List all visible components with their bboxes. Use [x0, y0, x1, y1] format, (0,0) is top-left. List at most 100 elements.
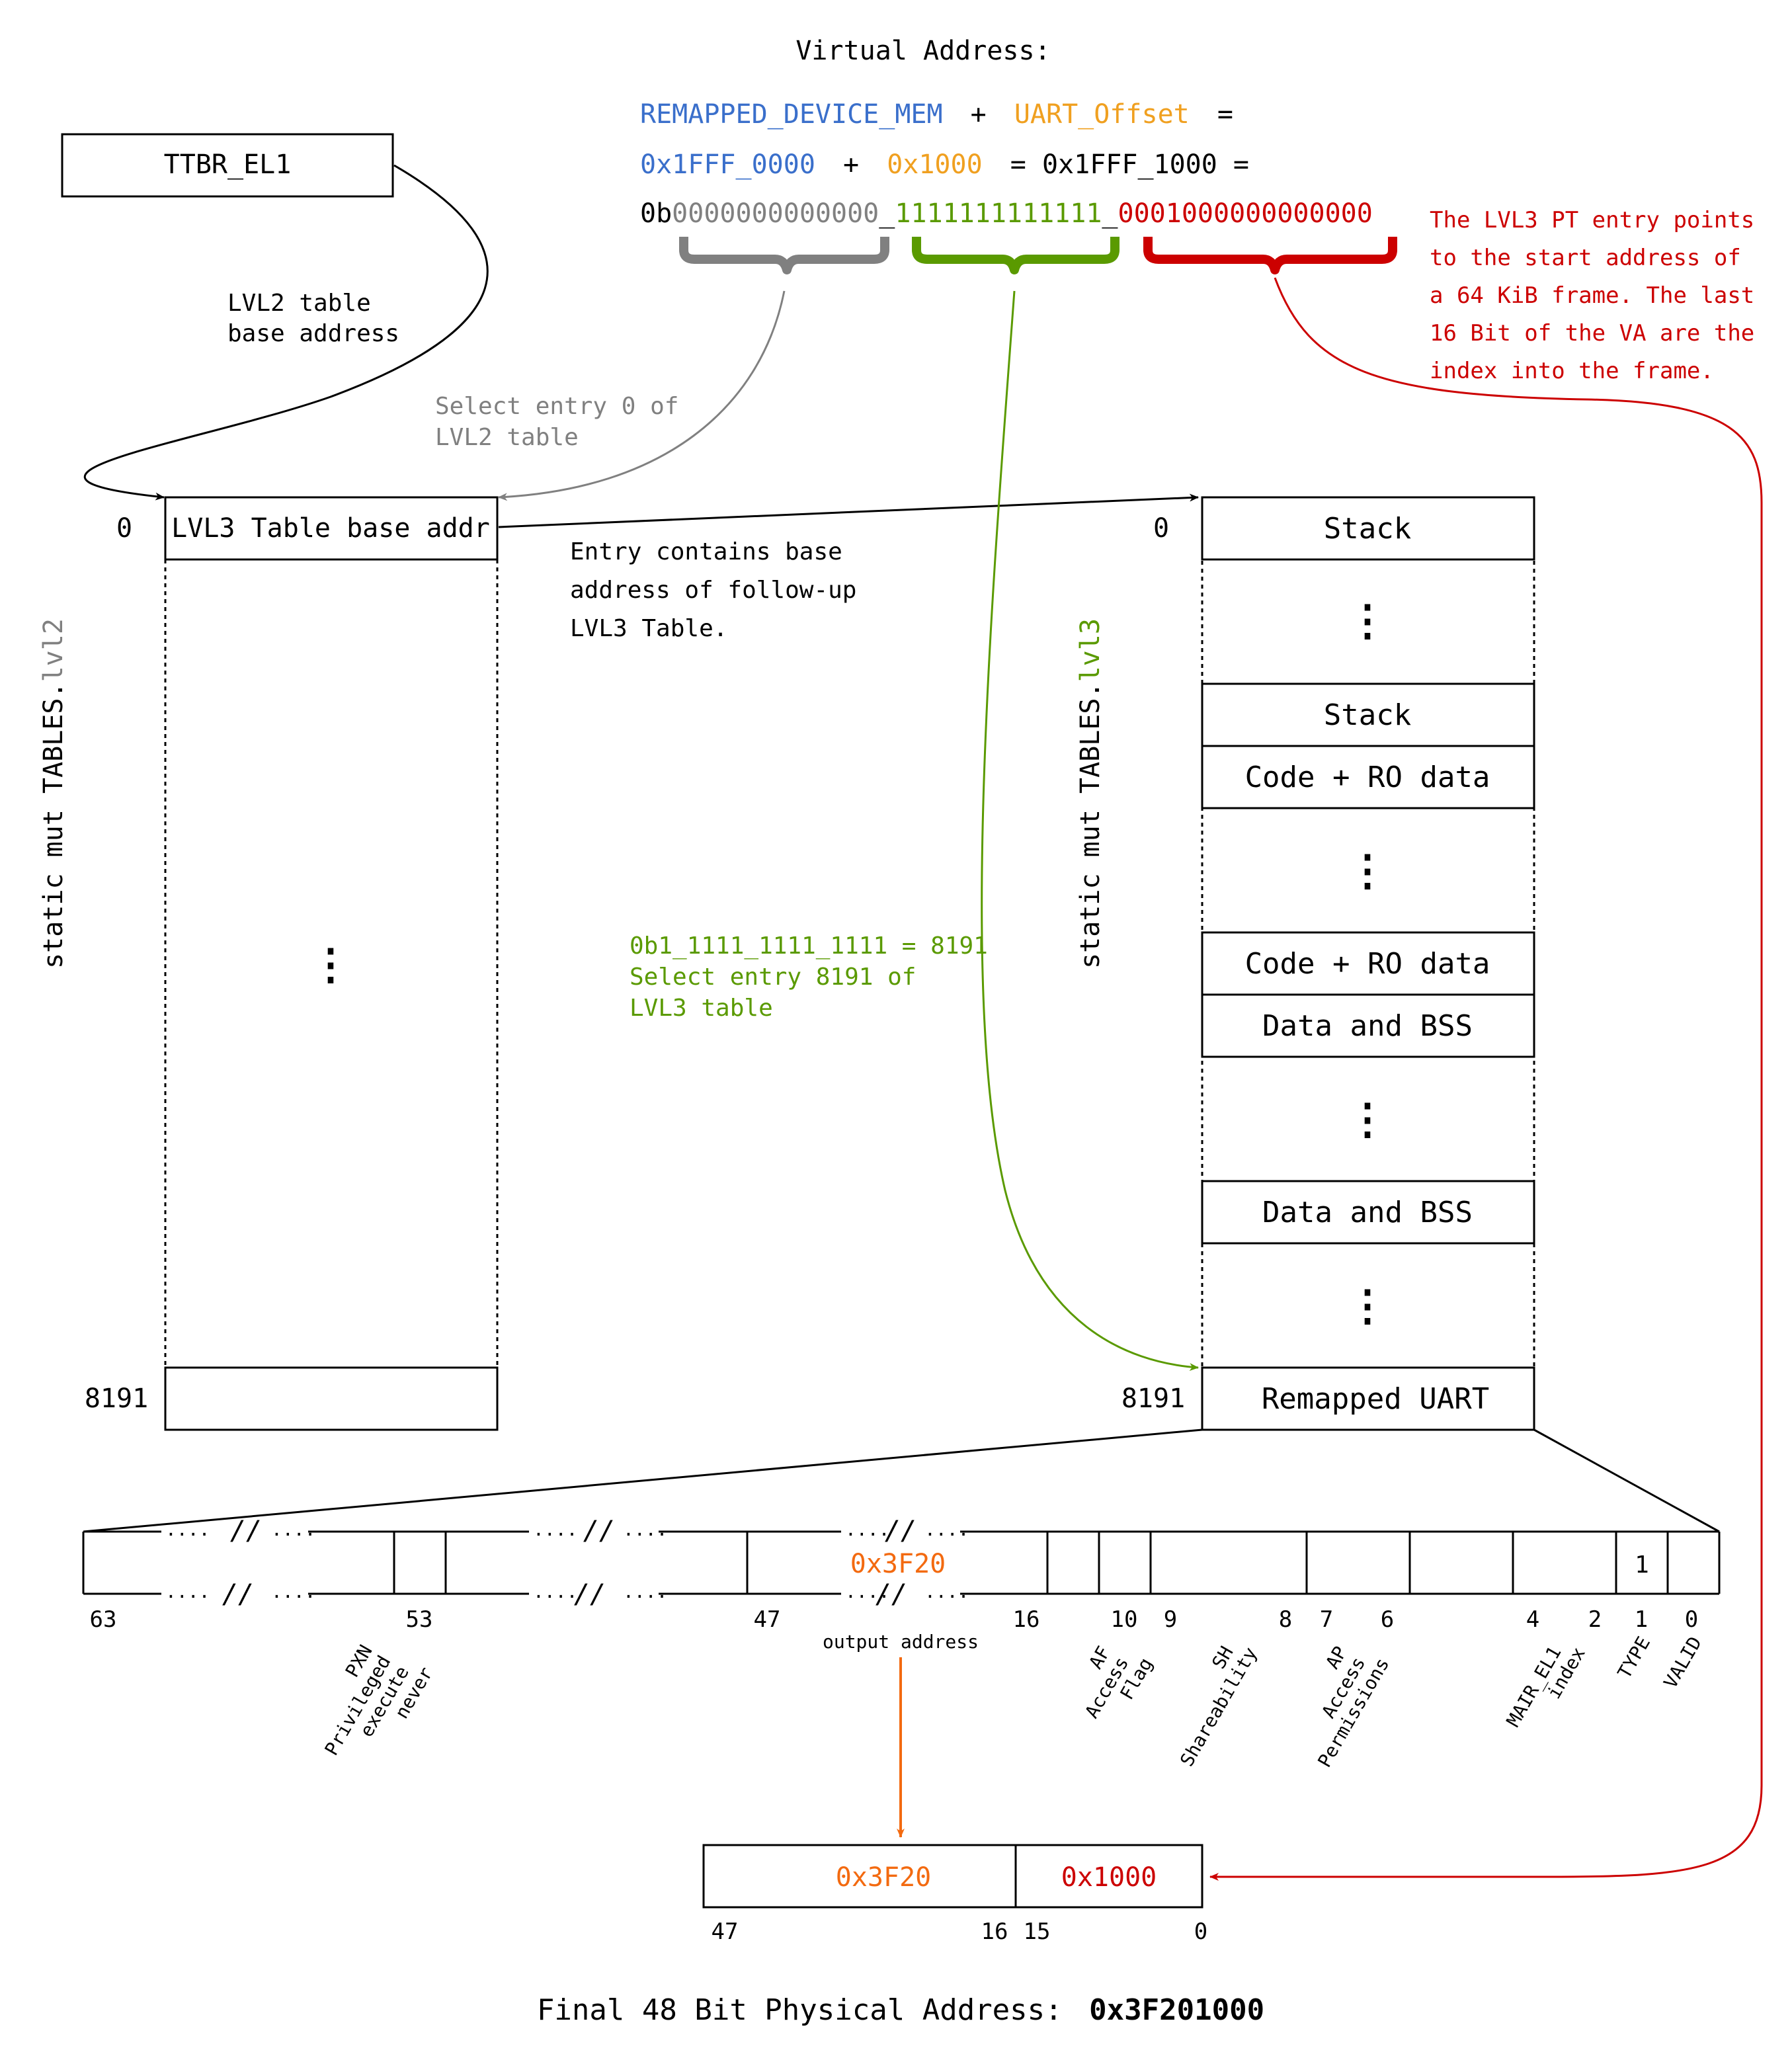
lvl3-entry-code-1	[1201, 745, 1535, 809]
lvl3-entry-remapped-uart	[1201, 1366, 1535, 1431]
lvl2-side-label: static mut TABLES.lvl2	[38, 618, 69, 969]
lvl3-entry-data-1-label: Data and BSS	[1262, 1009, 1473, 1043]
zoom-line-left	[83, 1428, 1203, 1533]
lvl2-index-0: 0	[116, 513, 132, 544]
bit-4: 4	[1526, 1606, 1539, 1633]
binary-sep-2: _	[1102, 198, 1118, 229]
bit-2: 2	[1588, 1606, 1602, 1633]
bit-6: 6	[1381, 1606, 1394, 1633]
bit-1: 1	[1635, 1606, 1648, 1633]
lvl3-entry-data-1	[1201, 993, 1535, 1058]
desc-dots-7: ....	[165, 1581, 210, 1602]
desc-dots-12: ....	[924, 1581, 969, 1602]
desc-type-value: 1	[1635, 1551, 1649, 1579]
pa-bit-47: 47	[712, 1918, 739, 1945]
gray-select-arrow	[498, 290, 786, 501]
field-label-type: TYPE	[1613, 1633, 1654, 1682]
bit-10: 10	[1111, 1606, 1138, 1633]
pa-bit-15: 15	[1024, 1918, 1051, 1945]
desc-break-1: //	[230, 1516, 262, 1546]
va-title: Virtual Address:	[795, 36, 1050, 66]
desc-dots-10: ....	[623, 1581, 667, 1602]
select-entry0-line-1: Select entry 0 of	[435, 393, 678, 420]
type-line-1: TYPE	[1613, 1633, 1654, 1682]
lvl3-entry-stack-1	[1201, 496, 1535, 561]
lvl3-ellipsis-1: ⋮	[1346, 597, 1389, 645]
valid-line-1: VALID	[1659, 1633, 1706, 1692]
bit-7: 7	[1320, 1606, 1333, 1633]
desc-break-2: //	[583, 1516, 615, 1546]
lvl3-side-label: static mut TABLES.lvl3	[1075, 618, 1106, 969]
binary-offset-bits: 0001000000000000	[1118, 198, 1373, 229]
lvl3-entry-stack-1-label: Stack	[1324, 512, 1411, 546]
lvl2-side-label-name: lvl2	[38, 618, 69, 682]
select-entry0-note: Select entry 0 of LVL2 table	[435, 393, 693, 451]
binary-lvl3-bits: 1111111111111	[895, 198, 1102, 229]
pa-low-box	[1014, 1844, 1203, 1909]
lvl2-entry-8191	[164, 1366, 499, 1431]
va-offset-hex: 0x1000	[887, 149, 983, 180]
lvl3-entry-data-2	[1201, 1180, 1535, 1245]
red-note: The LVL3 PT entry points to the start ad…	[1430, 207, 1768, 384]
lvl2-ellipsis: ⋮	[309, 940, 352, 989]
pa-high-value: 0x3F20	[836, 1862, 932, 1893]
desc-dots-6: ....	[924, 1518, 969, 1540]
bit-63: 63	[90, 1606, 117, 1633]
lvl2-to-lvl3-arrow	[498, 493, 1199, 528]
field-label-mair: MAIR_EL1 index	[1502, 1633, 1590, 1741]
red-note-line-5: index into the frame.	[1430, 358, 1714, 384]
desc-dots-5: ....	[845, 1518, 889, 1540]
binary-sep-1: _	[879, 198, 895, 229]
lvl3-side-label-name: lvl3	[1075, 618, 1106, 682]
output-address-label: output address	[823, 1631, 979, 1653]
green-select-arrow	[981, 290, 1199, 1372]
pa-bit-0: 0	[1194, 1918, 1207, 1945]
lvl3-index-8191: 8191	[1121, 1383, 1185, 1414]
lvl3-entry-data-2-label: Data and BSS	[1262, 1196, 1473, 1229]
bit-9: 9	[1164, 1606, 1177, 1633]
brace-gray	[679, 237, 889, 274]
lvl2-base-line-2: base address	[227, 320, 399, 347]
va-line1: REMAPPED_DEVICE_MEM + UART_Offset =	[640, 99, 1233, 130]
desc-dots-4: ....	[623, 1518, 667, 1540]
field-label-pxn: PXN Privileged execute never	[302, 1631, 437, 1780]
desc-output-value: 0x3F20	[850, 1549, 946, 1579]
desc-break-3: //	[885, 1516, 916, 1546]
green-note: 0b1_1111_1111_1111 = 8191 Select entry 8…	[630, 932, 1002, 1022]
lvl3-ellipsis-3: ⋮	[1346, 1095, 1389, 1144]
desc-dots-8: ....	[271, 1581, 315, 1602]
lvl3-side-label-static: static mut TABLES.	[1075, 682, 1106, 968]
red-note-line-1: The LVL3 PT entry points	[1430, 207, 1754, 233]
entry-contains-line-2: address of follow-up	[570, 577, 856, 604]
desc-dots-2: ....	[271, 1518, 315, 1540]
final-address-value: 0x3F201000	[1089, 1993, 1264, 2027]
red-offset-arrow	[1209, 277, 1763, 1881]
red-note-line-2: to the start address of	[1430, 245, 1741, 271]
desc-break-4: //	[222, 1579, 254, 1610]
lvl3-ellipsis-4: ⋮	[1346, 1282, 1389, 1331]
green-note-line-1: 0b1_1111_1111_1111 = 8191	[630, 932, 988, 960]
field-label-ap: AP Access Permissions	[1277, 1633, 1394, 1771]
zoom-line-right	[1533, 1428, 1720, 1533]
lvl2-index-8191: 8191	[85, 1383, 148, 1414]
red-note-line-4: 16 Bit of the VA are the	[1430, 320, 1754, 347]
lvl2-entry-0-label: LVL3 Table base addr	[171, 513, 490, 544]
green-note-line-2: Select entry 8191 of	[630, 964, 916, 991]
va-plus-1: +	[971, 99, 987, 130]
desc-break-5: //	[574, 1579, 606, 1610]
va-eq-1: =	[1217, 99, 1233, 130]
lvl2-base-note: LVL2 table base address	[227, 290, 399, 347]
bit-16: 16	[1013, 1606, 1040, 1633]
lvl2-entry-0	[164, 496, 499, 561]
va-binary: 0b0000000000000_1111111111111_0001000000…	[640, 198, 1373, 229]
field-label-af: AF Access Flag	[1062, 1633, 1157, 1733]
remapped-device-mem: REMAPPED_DEVICE_MEM	[640, 99, 943, 130]
lvl3-index-0: 0	[1153, 513, 1169, 544]
desc-dots-11: ....	[845, 1581, 889, 1602]
bit-8: 8	[1279, 1606, 1292, 1633]
uart-offset: UART_Offset	[1014, 99, 1190, 130]
red-note-line-3: a 64 KiB frame. The last	[1430, 282, 1754, 309]
va-plus-2: +	[843, 149, 859, 180]
va-line2: 0x1FFF_0000 + 0x1000 = 0x1FFF_1000 =	[640, 149, 1249, 180]
